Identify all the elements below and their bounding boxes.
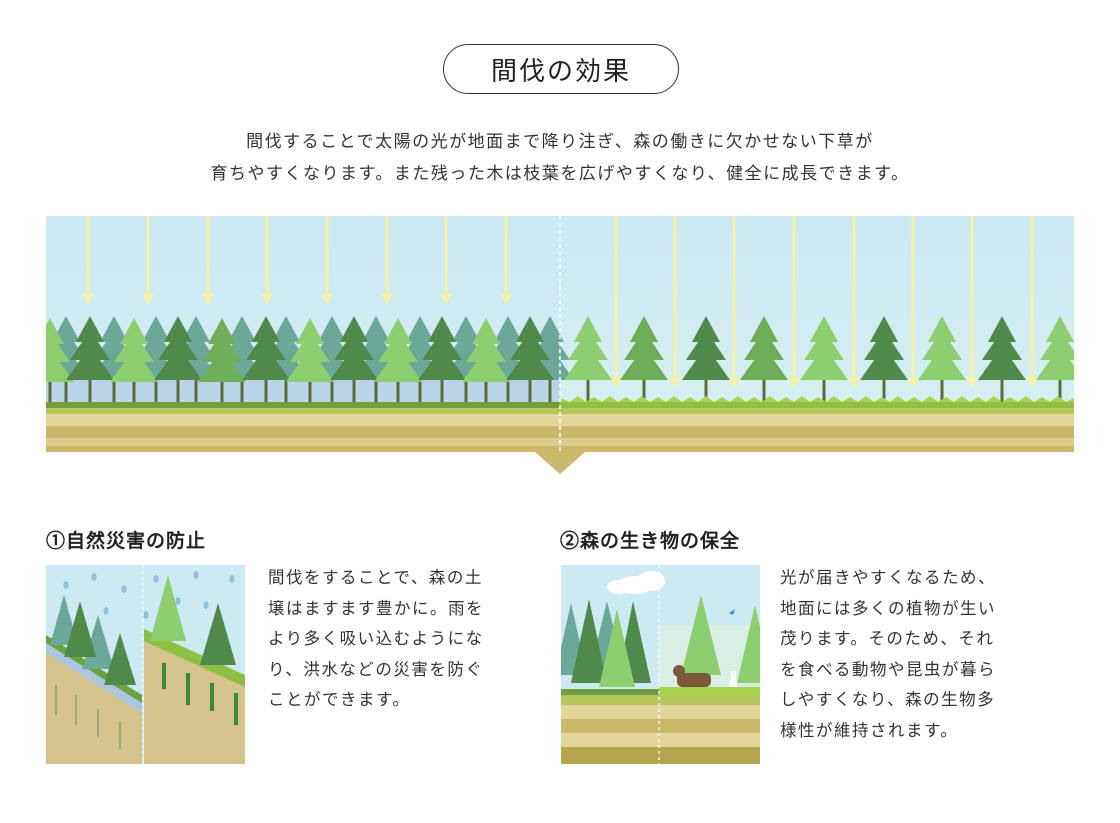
- section-text-disaster-prevention: 間伐をすることで、森の土 壌はますます豊かに。雨を より多く吸い込むようにな り…: [268, 563, 484, 716]
- text-line: を食べる動物や昆虫が暮ら: [780, 659, 996, 679]
- text-line: 光が届きやすくなるため、: [780, 568, 996, 587]
- biodiversity-illustration: [561, 565, 760, 764]
- text-line: 間伐をすることで、森の土: [268, 568, 483, 587]
- lead-text: 間伐することで太陽の光が地面まで降り注ぎ、森の働きに欠かせない下草が 育ちやすく…: [0, 126, 1120, 190]
- section-text-biodiversity: 光が届きやすくなるため、 地面には多くの植物が生い 茂ります。そのため、それ を…: [780, 563, 996, 746]
- bear-icon: [673, 665, 711, 687]
- text-line: より多く吸い込むようにな: [268, 629, 484, 648]
- lead-line: 間伐することで太陽の光が地面まで降り注ぎ、森の働きに欠かせない下草が: [246, 132, 874, 152]
- section-title-disaster-prevention: ①自然災害の防止: [46, 530, 207, 552]
- text-line: ことができます。: [268, 690, 411, 709]
- page-title: 間伐の効果: [443, 44, 679, 94]
- text-line: 様性が維持されます。: [780, 720, 959, 740]
- thinning-comparison-illustration: [46, 216, 1074, 474]
- section-title-biodiversity: ②森の生き物の保全: [560, 530, 741, 552]
- cloud-icon: [607, 571, 665, 594]
- text-line: 壌はますます豊かに。雨を: [268, 598, 484, 618]
- lead-line: 育ちやすくなります。また残った木は枝葉を広げやすくなり、健全に成長できます。: [210, 164, 910, 184]
- text-line: 地面には多くの植物が生い: [780, 598, 996, 618]
- text-line: しやすくなり、森の生物多: [780, 690, 996, 709]
- text-line: り、洪水などの災害を防ぐ: [268, 659, 484, 679]
- bird-icon: [729, 609, 735, 615]
- text-line: 茂ります。そのため、それ: [780, 629, 995, 648]
- disaster-prevention-illustration: [46, 565, 245, 764]
- rabbit-icon: [729, 671, 737, 688]
